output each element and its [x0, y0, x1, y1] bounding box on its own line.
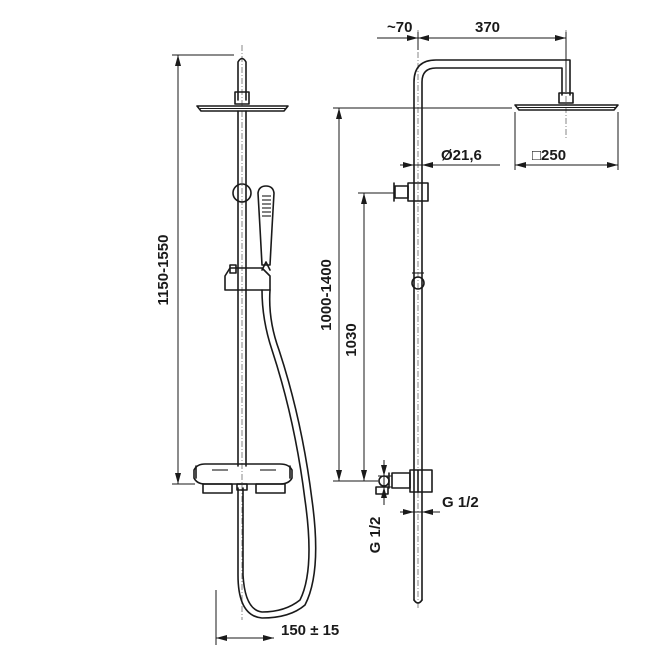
holder-clip	[261, 261, 271, 271]
mixer-outlet	[236, 483, 248, 491]
label-head-height: 1000-1400	[318, 259, 335, 331]
dim-pipe-diameter	[400, 158, 500, 172]
ball-joint	[232, 183, 252, 203]
hose-inner	[237, 289, 317, 619]
front-view: 1150-1550 150 ± 15	[155, 45, 339, 645]
head-connector	[234, 91, 250, 105]
label-wall-offset: ~70	[387, 19, 412, 36]
hand-shower	[257, 185, 275, 266]
riser-top-stub	[237, 57, 247, 101]
dim-head-height	[333, 107, 512, 482]
rain-shower-head-side	[514, 104, 619, 111]
label-inlet-vertical: G 1/2	[367, 517, 384, 554]
rain-shower-head-front	[196, 105, 289, 112]
hose-outer	[242, 289, 310, 613]
dim-inlet-vertical	[378, 460, 392, 505]
dim-arm-reach	[418, 32, 567, 92]
ball-joint-side	[411, 276, 425, 290]
pipe-inner	[421, 67, 563, 601]
label-handshower-spacing: 150 ± 15	[281, 622, 339, 639]
thermostatic-mixer-body	[193, 463, 293, 485]
dim-wall-offset	[377, 32, 425, 50]
pipe-outer	[413, 59, 571, 601]
dim-inlet-horizontal	[400, 505, 440, 520]
mixer-knob-right	[255, 483, 286, 494]
diverter-knob	[394, 185, 409, 199]
label-mixer-to-arm: 1030	[343, 323, 360, 356]
label-arm-reach: 370	[475, 19, 500, 36]
mixer-knob-side	[391, 472, 411, 489]
hand-shower-nozzles	[262, 195, 271, 217]
dim-handshower-spacing	[215, 590, 274, 645]
label-total-height: 1150-1550	[155, 235, 172, 306]
label-pipe-diameter: Ø21,6	[441, 147, 482, 164]
label-inlet-horizontal: G 1/2	[442, 494, 479, 511]
dim-mixer-to-arm	[358, 192, 394, 482]
mixer-knob-left	[202, 483, 233, 494]
dim-total-height	[172, 54, 234, 485]
head-connector-side	[558, 92, 574, 104]
dim-head-size	[514, 112, 619, 170]
label-head-size: □250	[532, 147, 566, 164]
slider-holder	[224, 267, 271, 291]
side-view: ~70 370 Ø21,6 □250	[318, 19, 619, 610]
